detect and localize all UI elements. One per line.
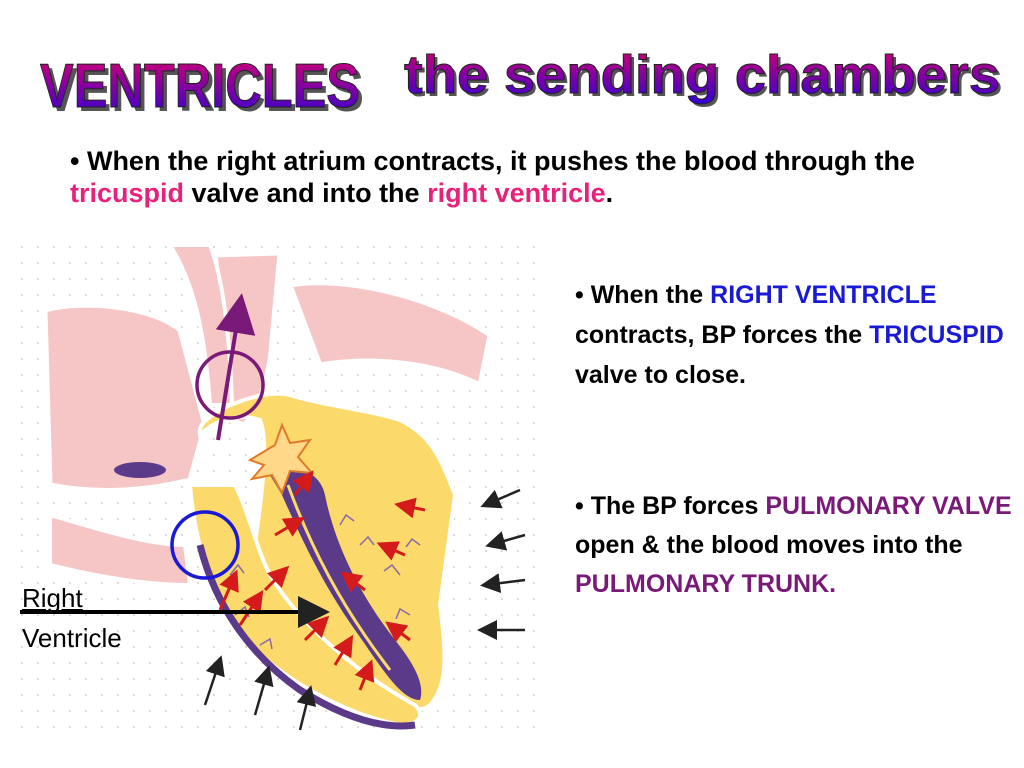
bullet1-text-1: When the right atrium contracts, it push… [79, 146, 915, 176]
bullet3-text-2: open & the blood moves into the [575, 531, 963, 559]
tricuspid-valve-circle [170, 510, 240, 580]
title-word-2: the sending chambers [404, 45, 1000, 105]
bullet3-text-1: The BP forces [583, 492, 766, 520]
slide-title: VENTRICLES VENTRICLES the sending chambe… [40, 45, 1004, 126]
bullet1-text-3: . [605, 177, 614, 208]
bullet-pulmonary-valve: • The BP forces PULMONARY VALVE open & t… [575, 487, 1015, 604]
vena-cava-vessel [42, 302, 208, 493]
right-vessel [286, 280, 493, 389]
bullet-marker: • [575, 281, 584, 309]
label-ventricle: Ventricle [22, 623, 122, 653]
bullet2-text-3: valve to close. [575, 361, 746, 389]
vein-opening [114, 462, 166, 478]
keyword-pulmonary-valve: PULMONARY VALVE [765, 492, 1012, 520]
bullet2-text-2: contracts, BP forces the [575, 321, 870, 349]
pulmonary-flow-arrow [215, 293, 256, 441]
bullet-marker: • [575, 492, 584, 520]
keyword-tricuspid: tricuspid [70, 177, 185, 208]
bullet-marker: • [70, 146, 80, 176]
title-word-2-shadow: the sending chambers [407, 48, 1003, 108]
label-right: Right [22, 583, 83, 613]
keyword-tricuspid-caps: TRICUSPID [869, 321, 1004, 349]
external-compression-arrows [203, 488, 526, 731]
bullet2-text-1: When the [583, 281, 711, 309]
title-word-1: VENTRICLES [40, 52, 360, 121]
bullet-ventricle-contracts: • When the RIGHT VENTRICLE contracts, BP… [575, 275, 1015, 395]
lower-vessel [48, 512, 193, 588]
pulmonary-valve-circle [195, 350, 265, 420]
bullet1-text-2: valve and into the [184, 177, 428, 208]
keyword-right-ventricle: right ventricle [427, 177, 606, 208]
bullet-right-atrium: • When the right atrium contracts, it pu… [70, 146, 970, 210]
keyword-pulmonary-trunk: PULMONARY TRUNK. [575, 570, 837, 598]
heart-diagram [20, 245, 535, 740]
keyword-right-ventricle-caps: RIGHT VENTRICLE [710, 281, 937, 309]
title-word-1-shadow: VENTRICLES [44, 56, 364, 125]
septum-inner-line [286, 484, 392, 671]
